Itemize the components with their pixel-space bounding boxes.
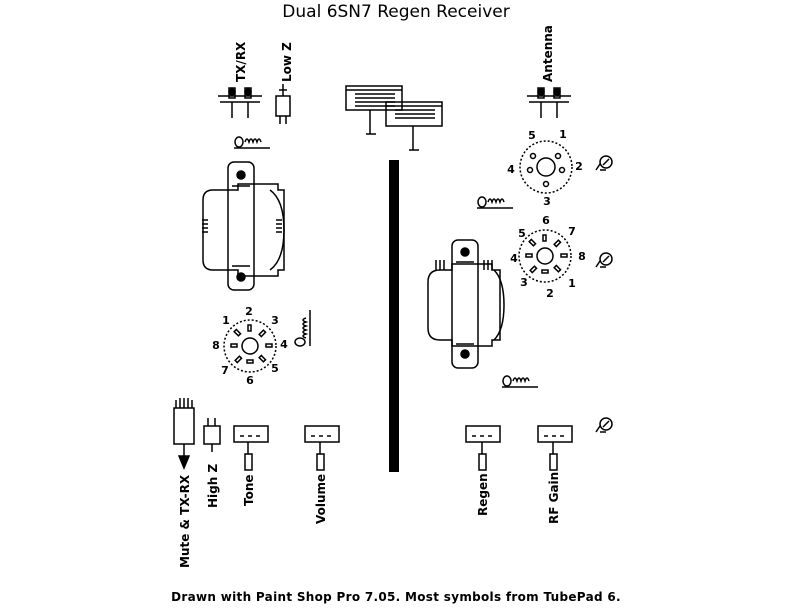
label-rf-gain: RF Gain	[547, 471, 561, 524]
octal-left-pin-label: 1	[222, 314, 230, 327]
diagram-title: Dual 6SN7 Regen Receiver	[282, 2, 510, 22]
coil-pin-label: 1	[559, 128, 567, 141]
coil-pin-label: 5	[528, 129, 536, 142]
octal-right-pin-label: 1	[568, 277, 576, 290]
label-regen: Regen	[476, 473, 490, 516]
label-volume: Volume	[314, 473, 328, 524]
cap-right-lower	[502, 375, 538, 388]
tx-rx-terminal	[218, 87, 262, 118]
octal-right-pin-label: 4	[510, 252, 518, 265]
mute-switch	[173, 398, 195, 470]
label-tone: Tone	[242, 474, 256, 506]
octal-socket-right	[518, 229, 572, 283]
label-mute-tx-rx: Mute & TX-RX	[178, 474, 192, 568]
octal-left-pin-label: 5	[271, 362, 279, 375]
octal-left-pin-label: 2	[245, 305, 253, 318]
footer-credit: Drawn with Paint Shop Pro 7.05. Most sym…	[171, 590, 621, 604]
coil-pin-label: 4	[507, 163, 515, 176]
octal-socket-left	[223, 319, 277, 373]
label-antenna: Antenna	[541, 25, 555, 82]
coil-pin-label: 2	[575, 160, 583, 173]
pot-volume	[304, 425, 340, 471]
transformer-left	[202, 161, 285, 291]
octal-right-pin-label: 8	[578, 250, 586, 263]
screw-lower-right	[595, 417, 613, 433]
high-z-jack	[203, 418, 221, 452]
octal-left-pin-label: 7	[221, 364, 229, 377]
cap-top-left	[234, 136, 270, 149]
cap-right-middle	[477, 196, 513, 209]
octal-right-pin-label: 3	[520, 276, 528, 289]
octal-right-pin-label: 6	[542, 214, 550, 227]
tuning-capacitor-2	[385, 101, 443, 151]
pot-rf-gain	[537, 425, 573, 471]
octal-left-pin-label: 4	[280, 338, 288, 351]
octal-right-pin-label: 7	[568, 225, 576, 238]
coil-pin-label: 3	[543, 195, 551, 208]
octal-left-pin-label: 8	[212, 339, 220, 352]
screw-top-right	[595, 155, 613, 171]
screw-mid-right	[595, 252, 613, 268]
label-tx-rx: TX/RX	[234, 41, 248, 82]
low-z-jack	[275, 84, 291, 124]
transformer-right	[427, 239, 505, 369]
cap-left-vertical	[294, 310, 311, 347]
label-high-z: High Z	[206, 463, 220, 508]
octal-left-pin-label: 6	[246, 374, 254, 387]
pot-tone	[233, 425, 269, 471]
tuning-capacitor-1	[345, 85, 403, 135]
octal-right-pin-label: 2	[546, 287, 554, 300]
octal-left-pin-label: 3	[271, 314, 279, 327]
coil-socket-5pin	[519, 140, 573, 194]
octal-right-pin-label: 5	[518, 227, 526, 240]
chassis-divider	[389, 160, 399, 472]
pot-regen	[465, 425, 501, 471]
antenna-terminal	[527, 87, 571, 118]
label-low-z: Low Z	[280, 42, 294, 82]
